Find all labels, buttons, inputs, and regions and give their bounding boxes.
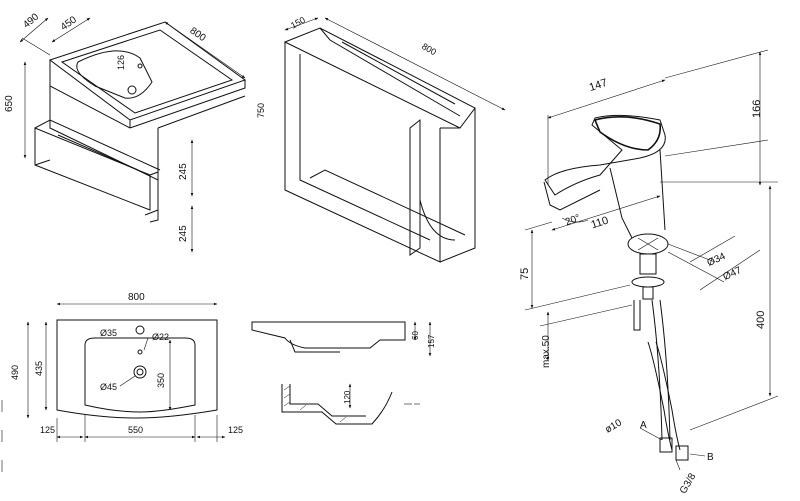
dim-drawer2-245: 245	[178, 225, 189, 242]
dim-bowl-350: 350	[156, 373, 166, 388]
dim-faucet-height-166: 166	[751, 100, 763, 118]
dim-plan-depth-490: 490	[10, 365, 20, 380]
dim-max50: max.50	[541, 335, 552, 368]
dim-spout-110: 110	[590, 214, 610, 231]
dim-mirror-width-800: 800	[420, 41, 438, 57]
dim-mirror-height-750: 750	[256, 103, 266, 118]
dim-depth-490: 490	[21, 11, 41, 30]
basin-section-view: 120	[281, 383, 420, 425]
dim-total-157: 157	[427, 334, 436, 348]
dim-angle-20: 20°	[564, 213, 582, 229]
mirror-isometric-view: 150 800 750	[256, 15, 506, 263]
dim-width-800: 800	[188, 25, 208, 44]
dim-hole-126: 126	[116, 55, 126, 70]
dim-left-125: 125	[40, 425, 55, 435]
dim-faucet-length-147: 147	[588, 77, 609, 94]
dim-plan-width-800: 800	[128, 292, 145, 303]
dim-hose-400: 400	[755, 311, 767, 329]
dim-pipe-d10: ø10	[603, 417, 624, 435]
faucet-view: 147 166 110 20° Ø34 Ø47 75 max.50 400 A …	[519, 49, 779, 496]
dim-drawer1-245: 245	[178, 163, 189, 180]
dim-drain-d45: Ø45	[100, 382, 117, 392]
dim-d34: Ø34	[706, 251, 728, 269]
dim-thread-g38: G3/8	[678, 471, 699, 496]
dim-hole-d35: Ø35	[100, 328, 117, 338]
dim-d47: Ø47	[722, 265, 744, 283]
label-a: A	[640, 420, 647, 431]
dim-plan-inner-435: 435	[34, 361, 44, 376]
dim-height-650: 650	[4, 95, 15, 112]
dim-spout-height-75: 75	[519, 268, 531, 280]
basin-side-view: 60 157	[251, 321, 436, 357]
dim-overflow-d22: Ø22	[152, 332, 169, 342]
basin-plan-view: 800 Ø35 Ø22 Ø45 490 435 350 125 550 125	[10, 292, 243, 442]
dim-bowl-550: 550	[128, 425, 143, 435]
dim-basin-depth-450: 450	[59, 14, 79, 33]
cabinet-isometric-view: 490 450 800 126 650 245 245	[4, 11, 247, 253]
dim-rim-60: 60	[411, 331, 420, 340]
dim-mirror-depth-150: 150	[289, 15, 307, 31]
dim-right-125: 125	[228, 425, 243, 435]
dim-section-120: 120	[343, 390, 352, 404]
label-b: B	[707, 452, 714, 463]
